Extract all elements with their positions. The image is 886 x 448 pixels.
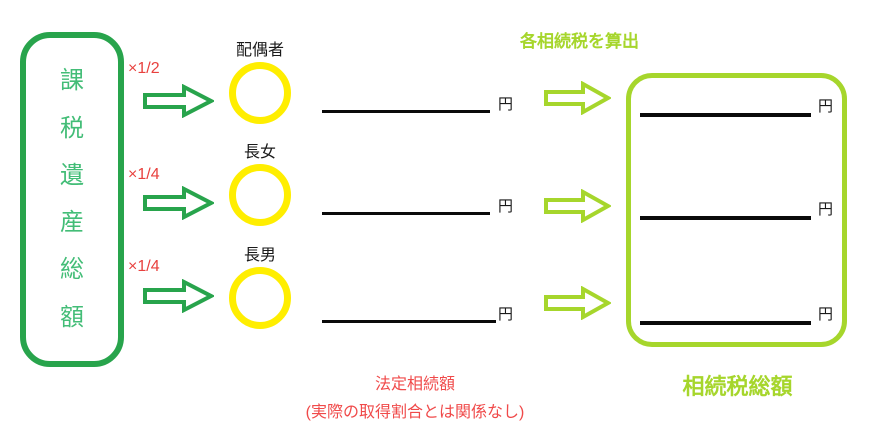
taxable-estate-char: 遺	[60, 161, 84, 189]
right-arrow-icon	[544, 81, 611, 115]
tax-blank-line	[640, 113, 811, 117]
right-arrow-icon	[143, 186, 214, 220]
heir-circle	[229, 164, 291, 226]
share-multiplier-label: ×1/4	[128, 258, 160, 275]
right-arrow-icon	[143, 84, 214, 118]
share-multiplier-label: ×1/2	[128, 60, 160, 77]
statutory-share-note: (実際の取得割合とは関係なし)	[305, 404, 525, 421]
taxable-estate-char: 税	[60, 114, 84, 142]
statutory-share-label: 法定相続額	[374, 376, 455, 393]
heir-circle	[229, 267, 291, 329]
share-multiplier-label: ×1/4	[128, 166, 160, 183]
taxable-estate-box: 課 税 遺 産 総 額	[20, 32, 124, 367]
heir-circle	[229, 62, 291, 124]
tax-blank-line	[640, 321, 811, 325]
heir-label: 長女	[243, 144, 276, 161]
total-tax-label: 相続税総額	[682, 374, 793, 399]
yen-unit-label: 円	[818, 98, 834, 115]
total-tax-box: 円 円 円	[626, 73, 847, 347]
right-arrow-icon	[544, 286, 611, 320]
taxable-estate-char: 課	[60, 67, 84, 95]
amount-blank-line	[322, 110, 490, 113]
heir-label: 長男	[243, 247, 276, 264]
calc-each-tax-label: 各相続税を算出	[520, 32, 639, 51]
taxable-estate-char: 総	[60, 256, 84, 284]
taxable-estate-char: 産	[60, 209, 84, 237]
taxable-estate-char: 額	[60, 303, 84, 331]
yen-unit-label: 円	[498, 96, 514, 113]
amount-blank-line	[322, 212, 490, 215]
yen-unit-label: 円	[498, 306, 514, 323]
amount-blank-line	[322, 320, 496, 323]
tax-blank-line	[640, 216, 811, 220]
yen-unit-label: 円	[818, 306, 834, 323]
heir-label: 配偶者	[235, 42, 284, 59]
yen-unit-label: 円	[498, 198, 514, 215]
right-arrow-icon	[143, 279, 214, 313]
right-arrow-icon	[544, 189, 611, 223]
yen-unit-label: 円	[818, 201, 834, 218]
